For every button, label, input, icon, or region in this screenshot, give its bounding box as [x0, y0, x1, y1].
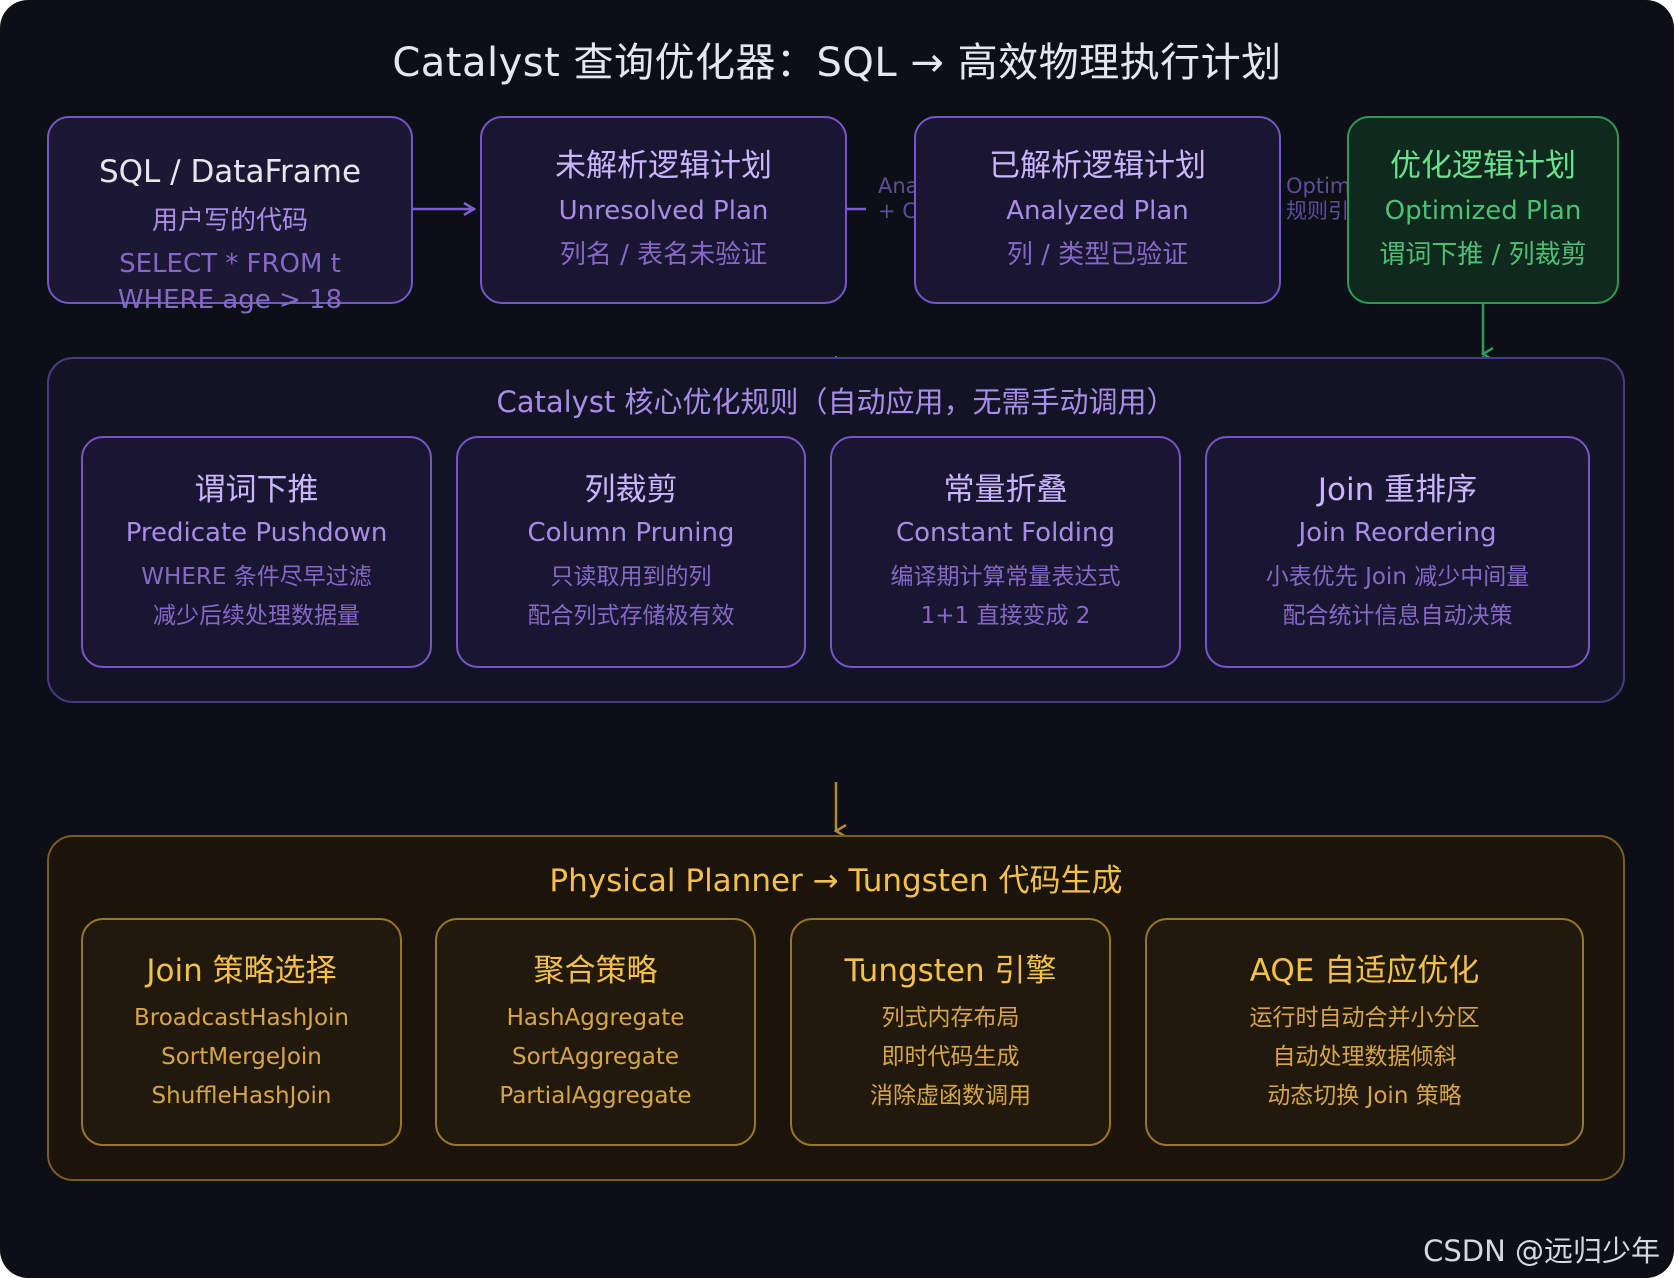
rule-card-line: 1+1 直接变成 2	[920, 603, 1091, 629]
physical-card-line: BroadcastHashJoin	[133, 1004, 349, 1031]
edge-label-analyze: Ana + C	[878, 174, 919, 223]
pipeline-sql-code-2: WHERE age > 18	[117, 285, 343, 315]
physical-card-aggregate-strategy: 聚合策略 HashAggregate SortAggregate Partial…	[435, 918, 756, 1146]
rule-card-line: 配合列式存储极有效	[527, 603, 735, 629]
pipeline-unresolved-subtitle: Unresolved Plan	[558, 196, 769, 226]
rule-card-subtitle: Constant Folding	[895, 518, 1116, 548]
physical-card-line: 自动处理数据倾斜	[1272, 1043, 1457, 1070]
physical-section-title: Physical Planner → Tungsten 代码生成	[549, 863, 1123, 899]
physical-card-line: 运行时自动合并小分区	[1249, 1004, 1480, 1031]
physical-card-join-strategy: Join 策略选择 BroadcastHashJoin SortMergeJoi…	[81, 918, 402, 1146]
pipeline-analyzed-title: 已解析逻辑计划	[989, 148, 1206, 184]
pipeline-box-analyzed: 已解析逻辑计划 Analyzed Plan 列 / 类型已验证	[914, 116, 1281, 304]
physical-card-line: PartialAggregate	[499, 1082, 692, 1109]
pipeline-optimized-title: 优化逻辑计划	[1390, 148, 1576, 184]
pipeline-box-optimized: 优化逻辑计划 Optimized Plan 谓词下推 / 列裁剪	[1347, 116, 1619, 304]
pipeline-optimized-note: 谓词下推 / 列裁剪	[1379, 240, 1587, 270]
pipeline-box-unresolved: 未解析逻辑计划 Unresolved Plan 列名 / 表名未验证	[480, 116, 847, 304]
pipeline-sql-title: SQL / DataFrame	[98, 154, 362, 190]
rule-card-join-reordering: Join 重排序 Join Reordering 小表优先 Join 减少中间量…	[1205, 436, 1590, 668]
rule-card-line: 只读取用到的列	[550, 564, 712, 590]
rule-card-subtitle: Predicate Pushdown	[125, 518, 388, 548]
csdn-watermark: CSDN @远归少年	[1423, 1234, 1660, 1268]
rule-card-line: 减少后续处理数据量	[153, 603, 360, 629]
pipeline-unresolved-title: 未解析逻辑计划	[555, 148, 772, 184]
rule-card-subtitle: Column Pruning	[527, 518, 735, 548]
physical-card-aqe: AQE 自适应优化 运行时自动合并小分区 自动处理数据倾斜 动态切换 Join …	[1145, 918, 1584, 1146]
rule-card-constant-folding: 常量折叠 Constant Folding 编译期计算常量表达式 1+1 直接变…	[830, 436, 1181, 668]
physical-card-line: ShuffleHashJoin	[151, 1082, 332, 1109]
pipeline-sql-subtitle: 用户写的代码	[151, 206, 308, 236]
pipeline-sql-code-1: SELECT * FROM t	[119, 249, 341, 279]
physical-card-line: SortAggregate	[511, 1043, 680, 1070]
rule-card-line: 小表优先 Join 减少中间量	[1265, 564, 1530, 590]
pipeline-unresolved-note: 列名 / 表名未验证	[559, 240, 768, 270]
physical-card-title: Join 策略选择	[146, 952, 337, 989]
rule-card-column-pruning: 列裁剪 Column Pruning 只读取用到的列 配合列式存储极有效	[456, 436, 806, 668]
rule-card-title: 常量折叠	[943, 472, 1068, 508]
physical-card-line: 消除虚函数调用	[870, 1082, 1031, 1109]
pipeline-box-sql: SQL / DataFrame 用户写的代码 SELECT * FROM t W…	[47, 116, 413, 315]
physical-card-title: 聚合策略	[533, 952, 658, 989]
rule-card-line: 配合统计信息自动决策	[1282, 603, 1513, 629]
physical-card-title: AQE 自适应优化	[1249, 952, 1480, 989]
physical-card-line: 即时代码生成	[881, 1043, 1020, 1070]
edge-label-optimize: Optim 规则引	[1286, 174, 1351, 223]
physical-card-line: SortMergeJoin	[161, 1043, 322, 1070]
rule-card-title: 列裁剪	[584, 472, 678, 508]
rules-section-title: Catalyst 核心优化规则（自动应用，无需手动调用）	[496, 385, 1176, 419]
pipeline-optimized-subtitle: Optimized Plan	[1384, 196, 1582, 226]
rule-card-line: 编译期计算常量表达式	[890, 564, 1121, 590]
physical-card-title: Tungsten 引擎	[844, 952, 1057, 989]
physical-card-line: 动态切换 Join 策略	[1267, 1082, 1462, 1109]
physical-card-line: 列式内存布局	[881, 1004, 1020, 1031]
rule-card-line: WHERE 条件尽早过滤	[141, 564, 372, 590]
rule-card-predicate-pushdown: 谓词下推 Predicate Pushdown WHERE 条件尽早过滤 减少后…	[81, 436, 432, 668]
physical-card-line: HashAggregate	[506, 1004, 685, 1031]
pipeline-analyzed-subtitle: Analyzed Plan	[1006, 196, 1189, 226]
rule-card-subtitle: Join Reordering	[1298, 518, 1497, 548]
pipeline-analyzed-note: 列 / 类型已验证	[1006, 240, 1189, 270]
diagram-title: Catalyst 查询优化器：SQL → 高效物理执行计划	[392, 40, 1282, 86]
rule-card-title: 谓词下推	[194, 472, 319, 508]
physical-card-tungsten: Tungsten 引擎 列式内存布局 即时代码生成 消除虚函数调用	[790, 918, 1111, 1146]
rule-card-title: Join 重排序	[1317, 472, 1478, 508]
